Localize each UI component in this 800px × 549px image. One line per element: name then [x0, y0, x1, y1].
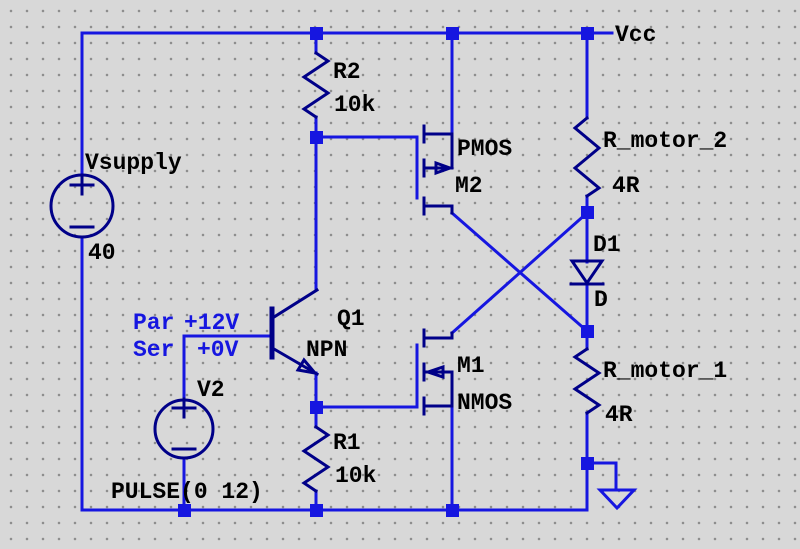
m1-arrow-icon	[423, 364, 445, 380]
annotation-par-value[interactable]: +12V	[184, 310, 239, 336]
junction-dot	[310, 27, 323, 40]
q1-type[interactable]: NPN	[306, 337, 347, 363]
junction-dot	[581, 325, 594, 338]
vsupply-value[interactable]: 40	[88, 240, 116, 266]
ground-icon[interactable]	[596, 488, 638, 511]
junction-dot	[310, 131, 323, 144]
component-r1[interactable]	[301, 424, 331, 494]
junction-dot	[178, 504, 191, 517]
d1-triangle	[569, 259, 605, 286]
m2-type[interactable]: PMOS	[457, 136, 512, 162]
wire-m1-gate[interactable]	[314, 343, 419, 409]
wire-ground-stub[interactable]	[585, 461, 618, 491]
d1-type[interactable]: D	[594, 287, 608, 313]
wire-m1-drain-diagonal[interactable]	[449, 210, 590, 336]
q1-collector	[271, 287, 320, 320]
r2-name[interactable]: R2	[333, 59, 361, 85]
m1-type[interactable]: NMOS	[457, 390, 512, 416]
r2-value[interactable]: 10k	[334, 92, 376, 118]
component-q1[interactable]	[269, 287, 320, 377]
r1-name[interactable]: R1	[333, 430, 361, 456]
v2-value[interactable]: PULSE(0 12)	[111, 479, 263, 505]
component-d1[interactable]	[569, 259, 605, 286]
m2-leads	[422, 132, 454, 215]
v2-name[interactable]: V2	[197, 377, 225, 403]
component-r2[interactable]	[301, 50, 331, 120]
r-motor-2-name[interactable]: R_motor_2	[603, 128, 727, 154]
m2-name[interactable]: M2	[455, 173, 483, 199]
r-motor-1-name[interactable]: R_motor_1	[603, 358, 727, 384]
m1-leads	[422, 331, 454, 408]
junction-dot	[581, 27, 594, 40]
wire-m2-gate[interactable]	[314, 135, 419, 200]
component-m1[interactable]	[422, 328, 454, 416]
component-m2[interactable]	[422, 124, 455, 216]
junction-dot	[446, 504, 459, 517]
m2-arrow-icon	[434, 160, 455, 176]
component-vsupply[interactable]	[49, 173, 115, 239]
r-motor-2-value[interactable]: 4R	[612, 173, 640, 199]
vsupply-name[interactable]: Vsupply	[85, 150, 182, 176]
junction-dot	[310, 504, 323, 517]
d1-name[interactable]: D1	[593, 232, 621, 258]
junction-dot	[581, 457, 594, 470]
wire-q1-base[interactable]	[182, 334, 273, 402]
component-v2[interactable]	[153, 397, 215, 460]
annotation-ser-label[interactable]: Ser	[133, 337, 174, 363]
r1-value[interactable]: 10k	[335, 463, 377, 489]
q1-name[interactable]: Q1	[337, 306, 365, 332]
vsupply-plus-icon	[69, 174, 95, 196]
net-label-vcc[interactable]: Vcc	[615, 22, 656, 48]
component-r-motor-1[interactable]	[572, 346, 602, 416]
junction-dot	[581, 206, 594, 219]
component-r-motor-2[interactable]	[572, 115, 602, 199]
junction-dot	[446, 27, 459, 40]
q1-emitter	[271, 346, 320, 377]
m1-name[interactable]: M1	[457, 353, 485, 379]
q1-emitter-arrow-icon	[295, 357, 319, 376]
junctions	[178, 27, 594, 517]
r-motor-1-value[interactable]: 4R	[605, 402, 633, 428]
v2-plus-icon	[171, 397, 197, 419]
junction-dot	[310, 401, 323, 414]
annotation-ser-value[interactable]: +0V	[197, 337, 239, 363]
annotation-par-label[interactable]: Par	[133, 310, 174, 336]
